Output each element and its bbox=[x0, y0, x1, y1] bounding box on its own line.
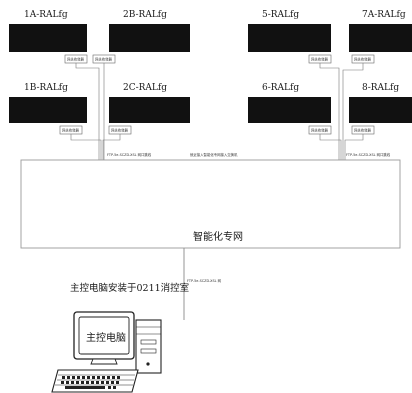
computer-caption: 主控电脑安装于0211消控室 bbox=[70, 282, 189, 294]
converter-7A: 网关收敛器 bbox=[351, 54, 375, 64]
display-label-6: 6-RALfg bbox=[262, 83, 299, 93]
converter-label: 网关收敛器 bbox=[67, 57, 85, 62]
display-panel-6 bbox=[248, 97, 331, 123]
network-box bbox=[20, 159, 401, 249]
display-label-2C: 2C-RALfg bbox=[123, 83, 167, 93]
computer-icon: 主控电脑 bbox=[51, 311, 162, 393]
converter-8: 网关收敛器 bbox=[351, 125, 375, 135]
converter-label: 网关收敛器 bbox=[354, 57, 372, 62]
display-panel-7A bbox=[349, 24, 412, 52]
cable-label-right: FTP-5e-SCZD-XSL 网口跳线 bbox=[346, 152, 391, 157]
converter-5: 网关收敛器 bbox=[308, 54, 332, 64]
converter-label: 网关收敛器 bbox=[95, 57, 113, 62]
converter-label: 网关收敛器 bbox=[311, 57, 329, 62]
converter-label: 网关收敛器 bbox=[354, 128, 372, 133]
cable-label-bottom: FTP-5e-SCZD-XSL 网 bbox=[187, 279, 222, 283]
converter-1A: 网关收敛器 bbox=[64, 54, 88, 64]
display-panel-1A bbox=[9, 24, 87, 52]
monitor-text: 主控电脑 bbox=[86, 331, 126, 344]
converter-1B: 网关收敛器 bbox=[59, 125, 83, 135]
cable-label-left: FTP-5e-SCZD-XSL 网口跳线 bbox=[107, 152, 152, 157]
connection-lines bbox=[70, 63, 364, 160]
converter-6: 网关收敛器 bbox=[308, 125, 332, 135]
converter-label: 网关收敛器 bbox=[311, 128, 329, 133]
display-label-7A: 7A-RALfg bbox=[362, 10, 406, 20]
converter-label: 网关收敛器 bbox=[62, 128, 80, 133]
display-panel-8 bbox=[349, 97, 412, 123]
display-label-8: 8-RALfg bbox=[362, 83, 399, 93]
display-label-1A: 1A-RALfg bbox=[24, 10, 68, 20]
display-label-2B: 2B-RALfg bbox=[123, 10, 167, 20]
display-label-5: 5-RALfg bbox=[262, 10, 299, 20]
monitor-screen bbox=[78, 316, 130, 355]
converter-label: 网关收敛器 bbox=[111, 128, 129, 133]
display-panel-2C bbox=[109, 97, 190, 123]
display-label-1B: 1B-RALfg bbox=[24, 83, 68, 93]
display-panel-1B bbox=[9, 97, 87, 123]
network-label: 智能化专网 bbox=[193, 230, 243, 243]
display-panel-5 bbox=[248, 24, 331, 52]
cable-label-middle: 就近接入智能化专网接入交换机 bbox=[190, 152, 238, 157]
display-panel-2B bbox=[109, 24, 190, 52]
converter-2B: 网关收敛器 bbox=[92, 54, 116, 64]
converter-2C: 网关收敛器 bbox=[108, 125, 132, 135]
